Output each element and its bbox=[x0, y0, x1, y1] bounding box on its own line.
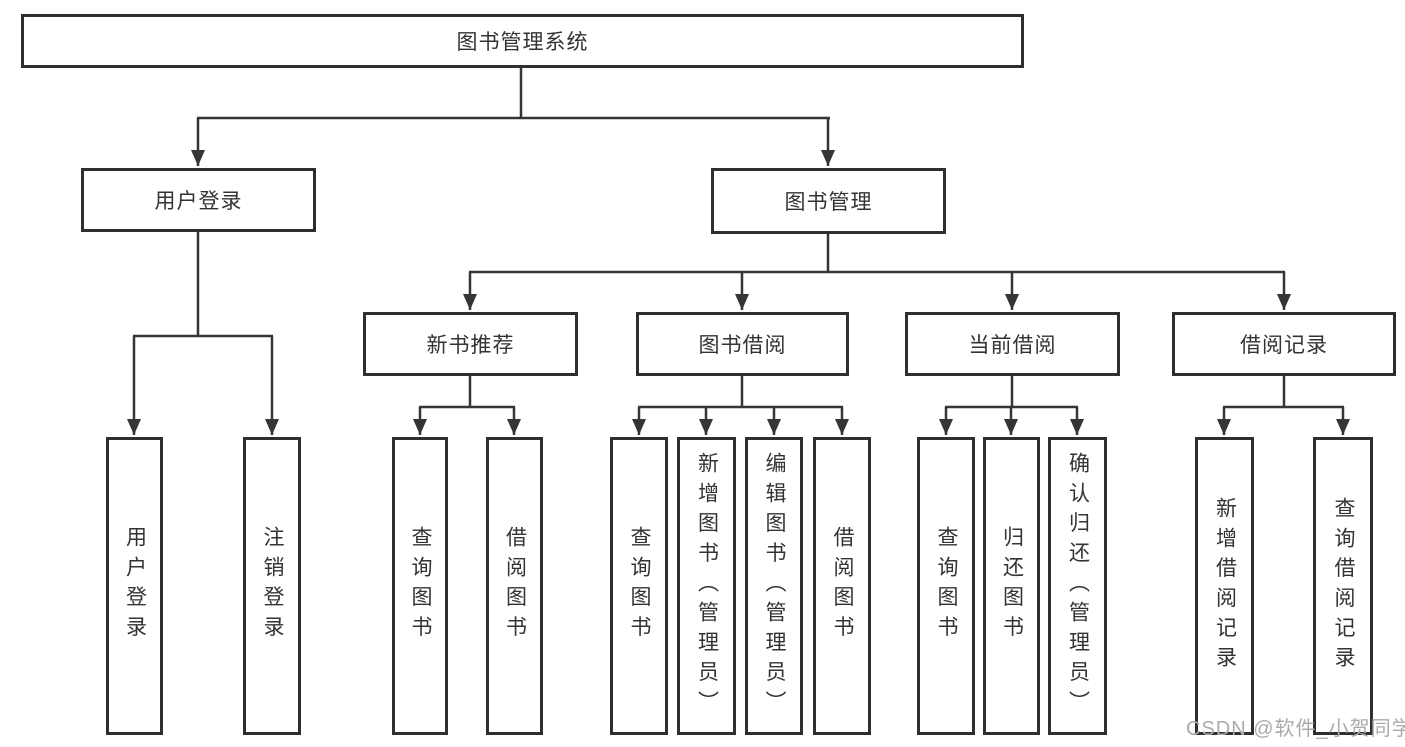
leaf-borrow-edit-books-admin-label: 编辑图书（管理员） bbox=[763, 451, 786, 721]
leaf-recommend-query-books: 查询图书 bbox=[392, 437, 448, 735]
leaf-borrow-add-books-admin: 新增图书（管理员） bbox=[677, 437, 736, 735]
node-new-book-recommend: 新书推荐 bbox=[363, 312, 578, 376]
node-book-management: 图书管理 bbox=[711, 168, 946, 234]
leaf-logout-label: 注销登录 bbox=[261, 526, 284, 646]
leaf-user-login: 用户登录 bbox=[106, 437, 163, 735]
node-current-borrow: 当前借阅 bbox=[905, 312, 1120, 376]
leaf-current-query-books-label: 查询图书 bbox=[935, 526, 958, 646]
leaf-recommend-borrow-books: 借阅图书 bbox=[486, 437, 543, 735]
node-borrow-records-label: 借阅记录 bbox=[1240, 334, 1328, 357]
csdn-watermark: CSDN @软件_小贺同学 bbox=[1186, 718, 1405, 740]
leaf-borrow-query-books: 查询图书 bbox=[610, 437, 668, 735]
node-root-label: 图书管理系统 bbox=[456, 31, 589, 54]
leaf-records-query-record-label: 查询借阅记录 bbox=[1332, 496, 1355, 676]
leaf-borrow-borrow-books-label: 借阅图书 bbox=[831, 526, 854, 646]
leaf-current-query-books: 查询图书 bbox=[917, 437, 975, 735]
leaf-borrow-edit-books-admin: 编辑图书（管理员） bbox=[745, 437, 803, 735]
node-book-borrow: 图书借阅 bbox=[636, 312, 849, 376]
node-borrow-records: 借阅记录 bbox=[1172, 312, 1396, 376]
node-current-borrow-label: 当前借阅 bbox=[968, 334, 1057, 357]
leaf-logout: 注销登录 bbox=[243, 437, 301, 735]
node-book-management-label: 图书管理 bbox=[784, 191, 873, 214]
leaf-current-confirm-return-admin-label: 确认归还（管理员） bbox=[1066, 451, 1090, 721]
node-root: 图书管理系统 bbox=[21, 14, 1024, 68]
node-user-login: 用户登录 bbox=[81, 168, 316, 232]
node-book-borrow-label: 图书借阅 bbox=[698, 334, 787, 357]
leaf-borrow-add-books-admin-label: 新增图书（管理员） bbox=[695, 451, 719, 721]
leaf-current-confirm-return-admin: 确认归还（管理员） bbox=[1048, 437, 1107, 735]
leaf-borrow-query-books-label: 查询图书 bbox=[628, 526, 651, 646]
leaf-current-return-books-label: 归还图书 bbox=[1000, 526, 1024, 646]
leaf-recommend-borrow-books-label: 借阅图书 bbox=[503, 526, 527, 646]
leaf-records-query-record: 查询借阅记录 bbox=[1313, 437, 1373, 735]
leaf-current-return-books: 归还图书 bbox=[983, 437, 1040, 735]
leaf-recommend-query-books-label: 查询图书 bbox=[409, 526, 432, 646]
leaf-user-login-label: 用户登录 bbox=[123, 526, 147, 646]
leaf-records-add-record-label: 新增借阅记录 bbox=[1213, 496, 1237, 676]
node-new-book-recommend-label: 新书推荐 bbox=[426, 334, 515, 357]
leaf-records-add-record: 新增借阅记录 bbox=[1195, 437, 1254, 735]
leaf-borrow-borrow-books: 借阅图书 bbox=[813, 437, 871, 735]
node-user-login-label: 用户登录 bbox=[154, 190, 243, 213]
